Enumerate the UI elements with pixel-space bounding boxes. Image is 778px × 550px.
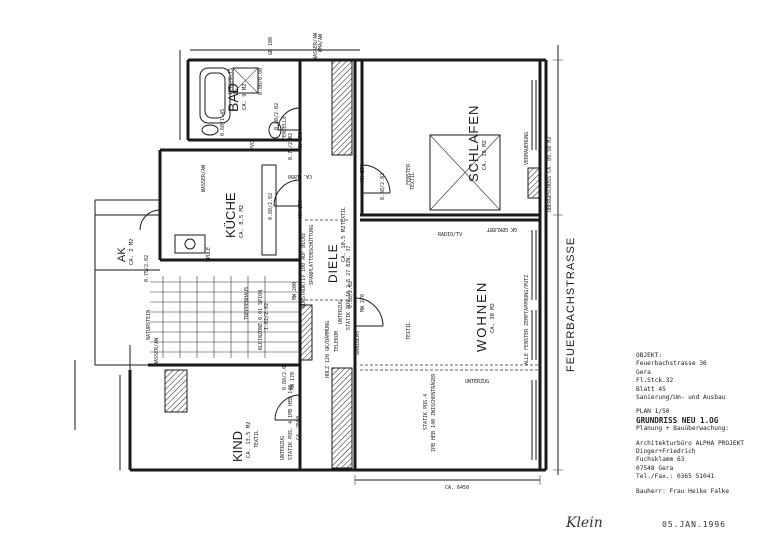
note-fenster: FENSTER <box>406 163 412 185</box>
dim-schlafen-d: 0.88/2.02 <box>380 173 386 200</box>
stair-lines <box>150 276 300 358</box>
room-label-kind: KIND <box>230 431 245 462</box>
planung-label: Planung + Bauüberwachung: <box>636 425 730 433</box>
plan-scale: PLAN 1/50 <box>636 408 670 416</box>
date-stamp: 05.JAN.1996 <box>662 520 726 529</box>
note-kleinzone: KLEINZONE 0.01 SPION <box>258 290 264 350</box>
note-textil-wohnen: TEXTIL <box>406 322 412 340</box>
facade-windows <box>531 80 537 460</box>
dim-mw170-a: MW 170 <box>298 132 304 150</box>
room-label-wohnen: WOHNEN <box>474 281 489 352</box>
dim-mw200: MW 200 <box>292 282 298 300</box>
outer-walls <box>128 50 548 472</box>
room-area-diele: CA. 10.5 M2 <box>341 226 347 262</box>
office-city: 07548 Gera <box>636 464 674 472</box>
room-label-bad: BAD <box>225 83 241 112</box>
signature: Klein <box>566 515 603 531</box>
room-area-wohnen: CA. 30 M2 <box>490 303 496 333</box>
office-street: Fuchsklamm 63 <box>636 456 685 464</box>
dim-bad-w: 0.80/2.02 <box>274 103 280 130</box>
note-wasser-aw-top: WASSER/AW <box>313 32 319 60</box>
room-label-diele: DIELE <box>326 243 340 283</box>
dim-kueche-d: 0.88/2.02 <box>268 193 274 220</box>
dim-kind-d: 0.88/2.02 <box>282 363 288 390</box>
dim-entrance: 1.02/2.02 <box>264 303 270 330</box>
note-treppenhaus: TREPPENHAUS <box>244 287 250 320</box>
dim-bad-door: 0.60/1.45 <box>220 109 226 136</box>
note-alle-fenster: ALLE FENSTER ZEMPTAPPRUNG/PUTZ <box>524 275 530 365</box>
buero: Architekturbüro ALPHA PROJEKT <box>636 439 745 447</box>
note-unterzug-diele: UNTERZUG <box>338 300 344 324</box>
note-ca-2500: CA. 2500 <box>296 416 302 440</box>
dim-mw270-a: MW 270 <box>360 164 366 182</box>
objekt-line1: Feuerbachstrasse 36 <box>636 360 707 368</box>
room-area-ak: CA. 2 M2 <box>129 239 135 266</box>
note-spule: SPÜLE <box>205 247 212 262</box>
note-naturstein: NATURSTEIN <box>146 310 152 340</box>
grundriss-title: GRUNDRISS NEU 1.OG <box>636 415 719 425</box>
dim-ak-d: 0.75/2.02 <box>144 255 150 282</box>
bauherr: Bauherr: Frau Heike Falke <box>636 487 730 495</box>
note-statik-wohnen: STATIK POS.4 <box>423 394 429 430</box>
sanierung: Sanierung/Um- und Ausbau <box>636 394 726 402</box>
room-area-bad: CA. 9 M2 <box>242 84 248 111</box>
dim-gb100: GB 100 <box>268 37 274 55</box>
note-fenzelle: FENZELLE <box>282 116 288 140</box>
note-statik-kind: STATIK POS. 4 IPB HEB 140 <box>288 385 294 460</box>
furniture <box>174 67 540 371</box>
note-textil-diele: TEXTIL <box>341 207 347 225</box>
room-label-kueche: KÜCHE <box>223 192 238 238</box>
note-spanplatte: SPANPLATTENSCHÜTTUNG <box>308 225 315 285</box>
objekt-line2: Gera <box>636 368 651 376</box>
note-wasser-aw-flur: WASSER/AW <box>154 337 160 365</box>
dim-bad-top: 1.70/0.75 <box>228 68 234 95</box>
doors <box>139 107 391 421</box>
note-telekom: TELEKOM <box>334 331 340 352</box>
interior-walls <box>94 60 540 470</box>
dim-kind-d2: MW 170 <box>290 372 296 390</box>
note-textil-kind: TEXTIL <box>254 430 260 448</box>
note-ca-6450: CA. 6450 <box>445 485 469 491</box>
note-radio-tv: RADIO/TV <box>438 232 462 238</box>
dim-kueche-w: 0.75/2.02 <box>288 133 294 160</box>
title-block: OBJEKT: Feuerbachstrasse 36 Gera Fl.Stck… <box>636 352 771 496</box>
office-tel: Tel./Fax.: 0365 51041 <box>636 473 715 481</box>
names: Dinger+Friedrich <box>636 448 696 456</box>
room-area-kueche: CA. 8.5 M2 <box>239 205 245 238</box>
note-textil-schlafen: TEXTIL <box>410 172 416 190</box>
street-label: FEUERBACHSTRASSE <box>565 237 577 372</box>
room-area-schlafen: CA. 18 M2 <box>482 140 488 170</box>
dim-wma: WMA/AW <box>318 33 324 52</box>
note-unterzug-kind: UNTERZUG <box>280 436 286 460</box>
room-label-ak: AK <box>116 247 128 262</box>
objekt-label: OBJEKT: <box>636 352 663 359</box>
dim-mw170-b: MW 170 <box>298 200 304 218</box>
note-gk-geklebt: GK GEKLEBT <box>487 226 517 232</box>
blatt: Blatt 45 <box>636 385 666 393</box>
dimension-values: 0.60/1.45 0.80/2.02 1.70/0.75 0.80/0.80 … <box>144 33 386 390</box>
flur-stueck: Fl.Stck.32 <box>636 377 674 385</box>
room-area-kind: CA. 13.5 M2 <box>246 422 252 458</box>
note-uebergeschoss: ÜBERGESCHOSS CA. 89.50 M2 <box>546 137 553 212</box>
note-ipb-wohnen: IPB HEB 140 ZWISCHENTRÄGER <box>430 373 437 452</box>
dim-mw270-b: MW 270 <box>360 294 366 312</box>
note-ganzglas: GANZGLAS <box>355 331 361 355</box>
note-wasser-aw-kueche: WASSER/AW <box>201 164 207 192</box>
dimension-lines <box>74 45 563 485</box>
dim-wohnen-d: 0.88/2.02 <box>348 281 354 308</box>
note-konstruktion: KONSTRUKTIV 100 AUF DECKE <box>301 233 307 308</box>
annotations: FENSTER VERMAUERUNG ÜBERGESCHOSS CA. 89.… <box>146 32 553 491</box>
room-label-schlafen: SCHLAFEN <box>466 105 481 182</box>
dim-pvc: PVC <box>250 141 256 150</box>
note-ca-1800: CA. 1800 <box>288 173 312 179</box>
note-statik-diele: STATIK POS.10 2.5 27 BZW. 37 <box>346 246 352 330</box>
note-vermauerung: VERMAUERUNG <box>524 132 530 165</box>
note-unterzug: UNTERZUG <box>465 379 489 385</box>
hatched-structure <box>164 59 541 469</box>
note-holz: HOLZ 120 GK/DÄMMUNG <box>324 321 331 378</box>
dim-ca-top: 0.80/0.80 <box>258 68 264 95</box>
